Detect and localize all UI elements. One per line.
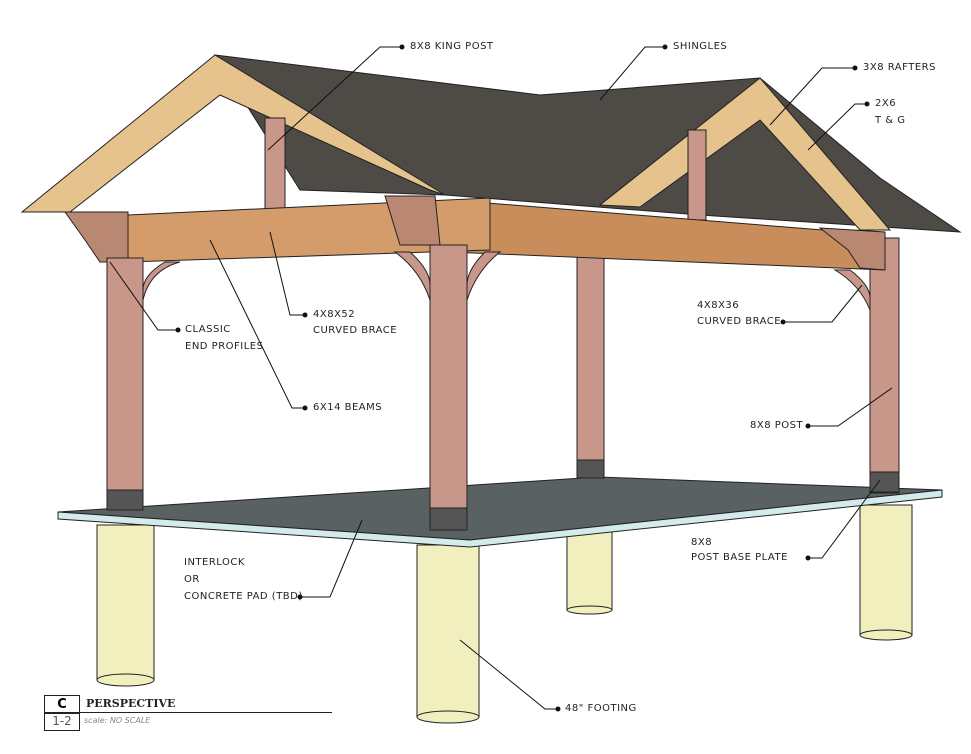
footing-left bbox=[96, 524, 155, 687]
label-or: OR bbox=[184, 574, 200, 585]
post-base-plate bbox=[429, 507, 468, 531]
post-back bbox=[576, 249, 605, 479]
footing-center bbox=[416, 544, 480, 724]
title-underline bbox=[78, 712, 332, 713]
scale-note: scale: NO SCALE bbox=[84, 716, 151, 725]
king-post-right bbox=[687, 129, 707, 221]
gable-left-rafters bbox=[20, 54, 446, 213]
curved-brace bbox=[466, 251, 502, 301]
post-center bbox=[429, 244, 468, 531]
label-tg-size: 2X6 bbox=[875, 98, 897, 109]
label-footing: 48" FOOTING bbox=[565, 703, 637, 714]
curved-brace bbox=[142, 261, 181, 301]
post-base-plate bbox=[106, 489, 144, 511]
label-concrete-pad: CONCRETE PAD (TBD) bbox=[184, 591, 303, 602]
label-brace52: CURVED BRACE bbox=[313, 325, 398, 336]
curved-brace bbox=[393, 251, 431, 301]
view-title: PERSPECTIVE bbox=[86, 697, 176, 710]
label-brace36-size: 4X8X36 bbox=[697, 300, 740, 311]
leader-dots bbox=[175, 44, 870, 712]
post-base-plate bbox=[869, 471, 900, 493]
pad-edge bbox=[57, 489, 943, 548]
leader-lines bbox=[109, 46, 893, 710]
label-beams: 6X14 BEAMS bbox=[313, 402, 383, 413]
label-interlock: INTERLOCK bbox=[184, 557, 245, 568]
label-plate-size: 8X8 bbox=[691, 537, 713, 548]
label-shingles: SHINGLES bbox=[673, 41, 728, 52]
end-profile bbox=[64, 211, 129, 263]
label-base-plate: POST BASE PLATE bbox=[691, 552, 788, 563]
label-rafters: 3X8 RAFTERS bbox=[863, 62, 936, 73]
footing-back bbox=[566, 524, 613, 615]
detail-code: C bbox=[44, 695, 80, 714]
label-classic: CLASSIC bbox=[185, 324, 231, 335]
label-post: 8X8 POST bbox=[750, 420, 804, 431]
post-base-plate bbox=[576, 459, 605, 479]
king-post-left bbox=[264, 117, 286, 219]
label-end-profiles: END PROFILES bbox=[185, 341, 264, 352]
post-right bbox=[869, 237, 900, 494]
footing-right bbox=[859, 504, 913, 641]
gable-right-rafters bbox=[598, 77, 892, 231]
post-left bbox=[106, 257, 144, 511]
label-brace36: CURVED BRACE bbox=[697, 316, 782, 327]
label-king-post: 8X8 KING POST bbox=[410, 41, 494, 52]
label-tg: T & G bbox=[875, 115, 906, 126]
sheet-number: 1-2 bbox=[44, 712, 80, 731]
label-brace52-size: 4X8X52 bbox=[313, 309, 356, 320]
curved-brace bbox=[833, 269, 871, 311]
end-profile bbox=[818, 227, 886, 271]
